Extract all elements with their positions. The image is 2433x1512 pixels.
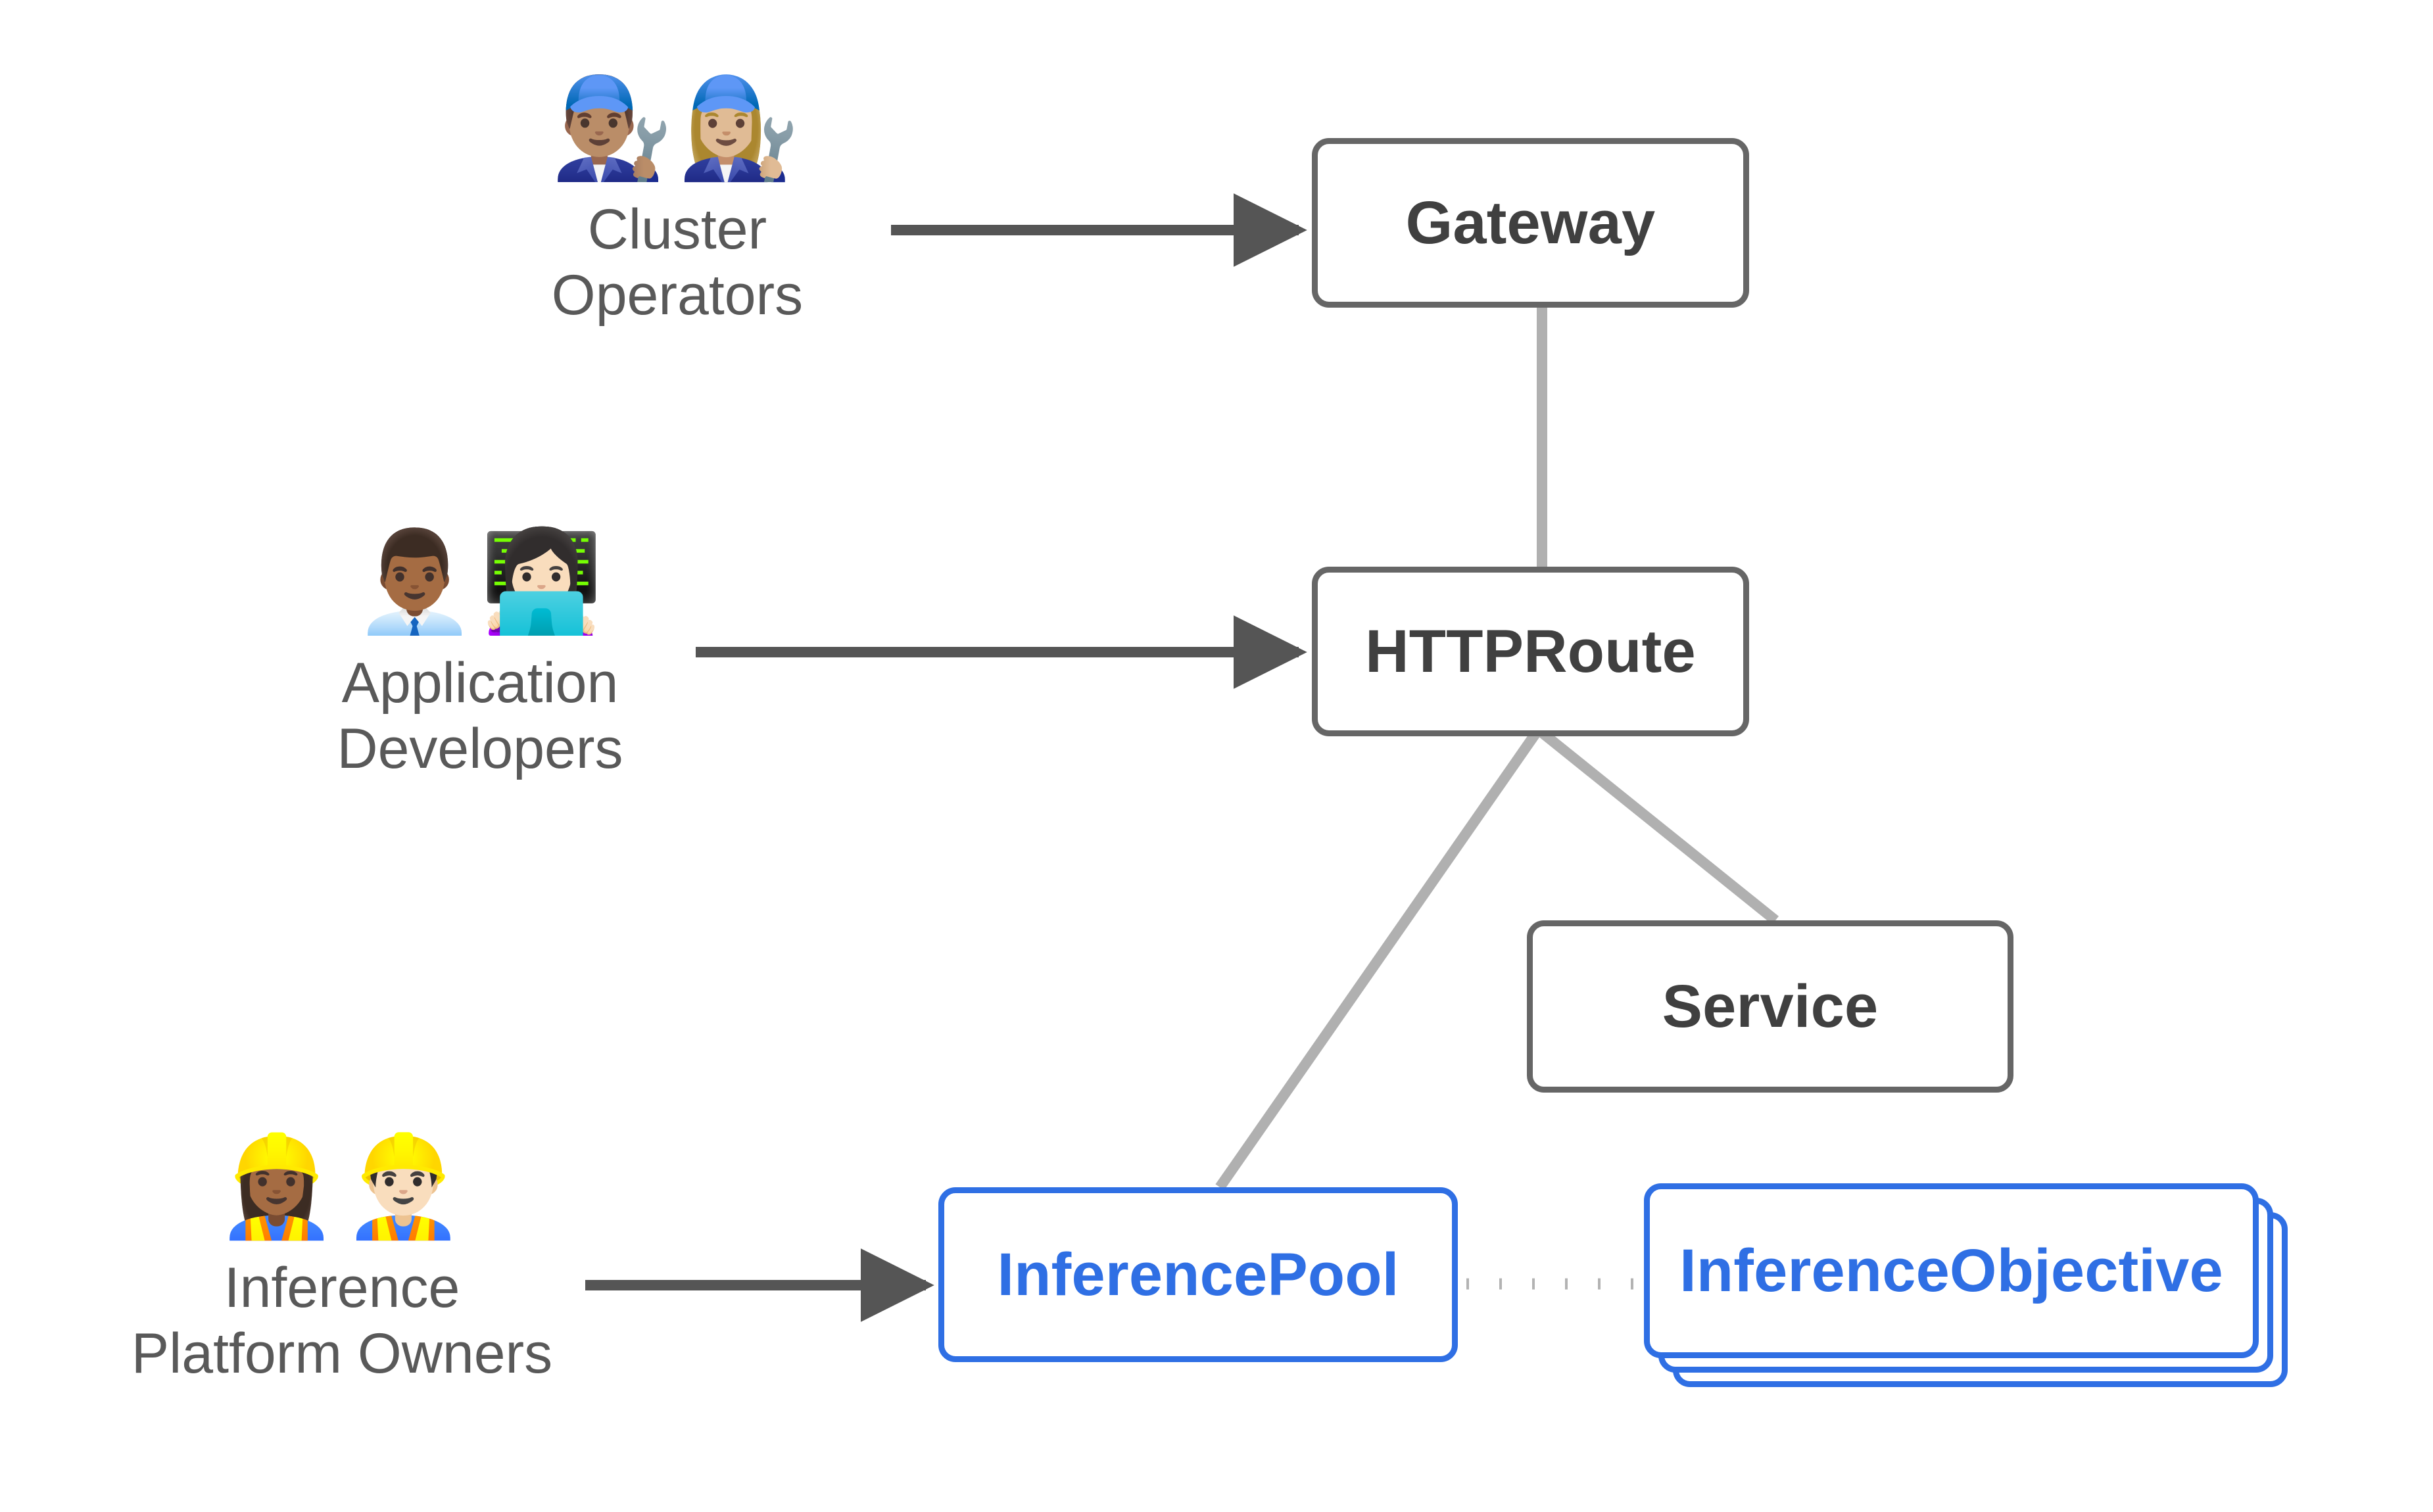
node-httproute-label: HTTPRoute [1365, 617, 1696, 685]
application-developers-icons: 👨🏾‍💼👩🏻‍💻 [353, 525, 607, 639]
inference-platform-owners-icons: 👷🏾‍♀️👷🏻‍♂️ [215, 1129, 469, 1244]
node-httproute[interactable]: HTTPRoute [1312, 567, 1749, 736]
inference-platform-owners-label: Inference Platform Owners [131, 1256, 553, 1385]
node-gateway[interactable]: Gateway [1312, 138, 1749, 308]
cluster-operators-icons: 👨🏽‍🔧👩🏼‍🔧 [550, 71, 804, 185]
node-service-label: Service [1662, 972, 1879, 1040]
actor-application-developers: 👨🏾‍💼👩🏻‍💻 Application Developers [250, 532, 710, 782]
actor-cluster-operators: 👨🏽‍🔧👩🏼‍🔧 Cluster Operators [460, 79, 894, 329]
application-developers-label: Application Developers [337, 651, 623, 780]
node-inferencepool[interactable]: InferencePool [938, 1187, 1458, 1362]
node-inferencepool-label: InferencePool [997, 1240, 1399, 1308]
node-inferenceobjective-label: InferenceObjective [1679, 1237, 2223, 1304]
node-inferenceobjective[interactable]: InferenceObjective [1644, 1183, 2259, 1358]
actor-inference-platform-owners: 👷🏾‍♀️👷🏻‍♂️ Inference Platform Owners [99, 1137, 585, 1387]
node-gateway-label: Gateway [1405, 189, 1656, 256]
node-service[interactable]: Service [1527, 920, 2013, 1093]
edge-httproute-to-inferencepool [1215, 728, 1542, 1191]
cluster-operators-label: Cluster Operators [551, 198, 804, 327]
node-inferenceobjective-stack[interactable]: InferenceObjective [1644, 1183, 2301, 1400]
edge-httproute-to-service [1536, 726, 1779, 925]
